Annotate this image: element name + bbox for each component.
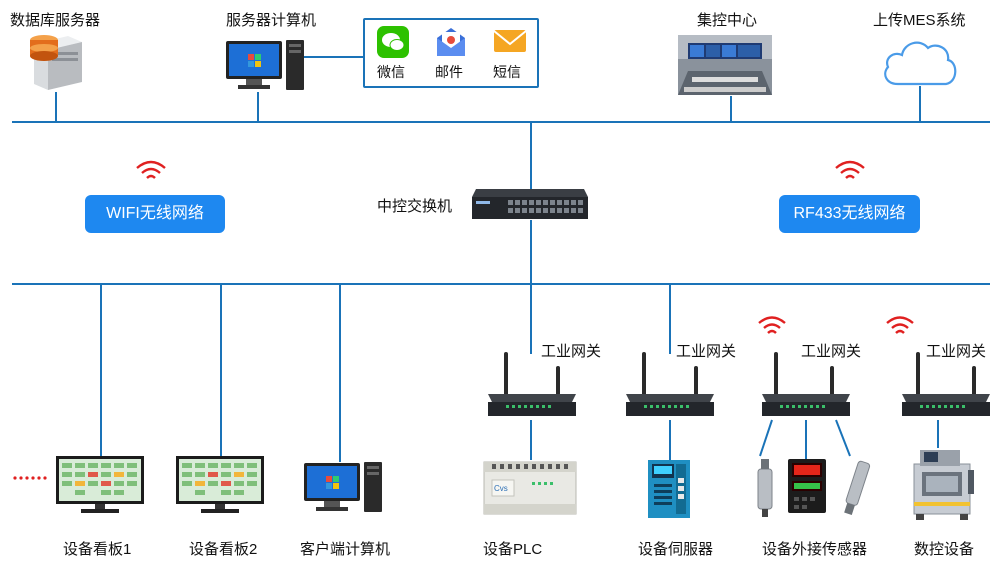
cloud-icon [884, 41, 957, 86]
gateway-2-label: 工业网关 [676, 343, 737, 360]
wifi-signal-icon [136, 160, 166, 179]
gateway-router-icon [488, 352, 576, 416]
connector-switch-up [530, 122, 532, 190]
db-server-label: 数据库服务器 [10, 12, 101, 29]
wifi-network-badge: WIFI无线网络 [85, 195, 225, 233]
dashboard-monitor-1-icon [56, 456, 144, 513]
wechat-icon[interactable] [377, 26, 409, 58]
client-pc-label: 客户端计算机 [300, 541, 391, 558]
switch-label: 中控交换机 [377, 198, 453, 215]
top-network-bus [12, 121, 990, 123]
bottom-network-bus [12, 283, 990, 285]
sms-label: 短信 [493, 64, 521, 80]
mail-icon[interactable] [435, 26, 467, 58]
sensors-icon [757, 459, 871, 517]
control-center-label: 集控中心 [697, 12, 758, 29]
connector-gw3-sensor [805, 420, 807, 460]
gateway-3-label: 工业网关 [801, 343, 862, 360]
dashboard-monitor-2-icon [176, 456, 264, 513]
servo-drive-icon [648, 460, 690, 518]
connector-mes [919, 86, 921, 122]
sensors-label: 设备外接传感器 [762, 541, 868, 558]
server-pc-label: 服务器计算机 [226, 12, 317, 29]
sms-envelope-icon[interactable] [493, 28, 527, 54]
gateway-router-icon [626, 352, 714, 416]
plc-label: 设备PLC [483, 541, 543, 558]
gateway-router-icon [762, 352, 850, 416]
rf-signal-icon [835, 160, 865, 179]
server-computer-icon [226, 40, 304, 90]
mail-label: 邮件 [435, 64, 463, 80]
board-1-label: 设备看板1 [63, 541, 132, 558]
rf433-network-badge: RF433无线网络 [779, 195, 920, 233]
network-switch-icon [472, 189, 588, 219]
client-computer-icon [304, 462, 382, 512]
gateway-4-label: 工业网关 [926, 343, 987, 360]
connector-board2 [220, 284, 222, 460]
plc-device-icon: Cvs [483, 461, 577, 515]
connector-gw4-cnc [937, 420, 939, 448]
wechat-label: 微信 [377, 64, 405, 80]
connector-db [55, 92, 57, 122]
connector-gw2-servo [669, 420, 671, 460]
cnc-machine-icon [913, 450, 974, 520]
control-center-image [678, 35, 772, 95]
connector-switch-down [530, 220, 532, 284]
servo-label: 设备伺服器 [638, 541, 714, 558]
cnc-label: 数控设备 [914, 541, 975, 558]
notification-channels-box: 微信 邮件 短信 [363, 18, 539, 88]
database-server-icon [30, 35, 82, 90]
connector-server-notify [303, 56, 365, 58]
connector-gw1-plc [530, 420, 532, 460]
connector-client [339, 284, 341, 462]
connector-control-center [730, 96, 732, 122]
plc-brand-text: Cvs [494, 484, 508, 493]
connector-gateway2 [669, 284, 671, 354]
connector-gw3-fan [759, 419, 851, 457]
connector-server [257, 92, 259, 122]
rf-signal-icon-gw3 [758, 316, 786, 334]
gateway-router-icon [902, 352, 990, 416]
board-2-label: 设备看板2 [189, 541, 258, 558]
mes-label: 上传MES系统 [873, 12, 966, 29]
rf-signal-icon-gw4 [886, 316, 914, 334]
connector-gateway1 [530, 284, 532, 354]
more-devices-ellipsis [13, 476, 47, 480]
gateway-1-label: 工业网关 [541, 343, 602, 360]
connector-board1 [100, 284, 102, 460]
